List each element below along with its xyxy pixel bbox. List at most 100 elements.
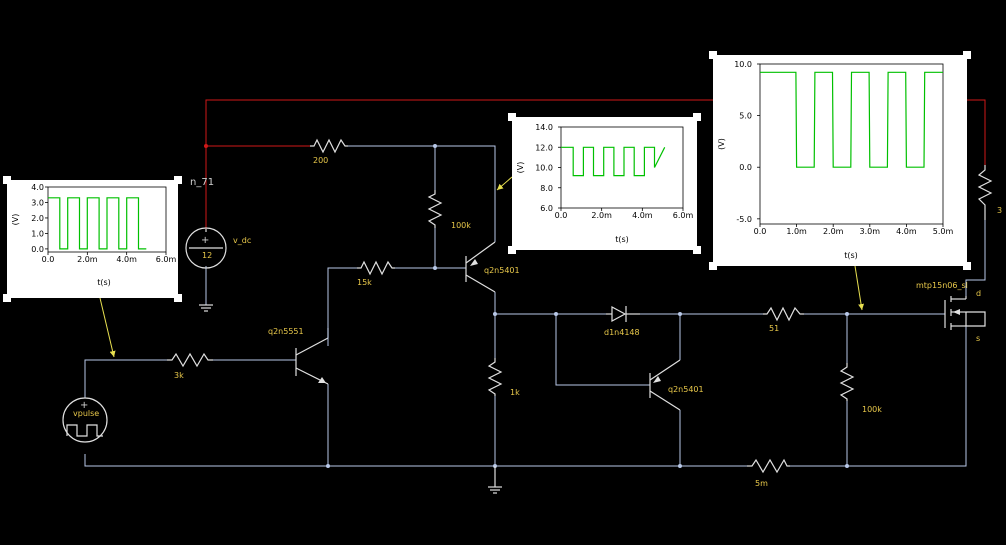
probe-lines bbox=[99, 176, 865, 358]
y-tick-label: 12.0 bbox=[535, 143, 553, 152]
y-tick-label: 0.0 bbox=[739, 163, 752, 172]
resistor-label: 1k bbox=[510, 388, 520, 397]
x-tick-label: 1.0m bbox=[786, 227, 807, 236]
x-tick-label: 0.0 bbox=[754, 227, 767, 236]
waveform-trace bbox=[48, 197, 147, 250]
waveform-trace bbox=[561, 146, 666, 177]
transistor-label: q2n5551 bbox=[268, 327, 304, 336]
resistor-15k[interactable]: 15k bbox=[357, 260, 395, 287]
y-tick-label: 2.0 bbox=[31, 214, 44, 223]
vpulse-name: vpulse bbox=[73, 409, 99, 418]
probe-line bbox=[496, 176, 513, 191]
resize-handle[interactable] bbox=[3, 176, 11, 184]
x-axis-label: t(s) bbox=[97, 278, 111, 287]
resistor-51[interactable]: 51 bbox=[763, 306, 804, 333]
transistor-label: q2n5401 bbox=[668, 385, 704, 394]
wire[interactable] bbox=[555, 314, 650, 386]
resistor-100k-right[interactable]: 100k bbox=[839, 363, 882, 414]
resize-handle[interactable] bbox=[3, 294, 11, 302]
resize-handle[interactable] bbox=[693, 246, 701, 254]
x-tick-label: 3.0m bbox=[860, 227, 881, 236]
y-tick-label: 6.0 bbox=[540, 204, 553, 213]
y-axis-label: (V) bbox=[717, 138, 726, 150]
wire[interactable] bbox=[84, 359, 167, 398]
junction-dot bbox=[326, 464, 330, 468]
x-tick-label: 6.0m bbox=[673, 211, 694, 220]
x-tick-label: 0.0 bbox=[42, 255, 55, 264]
junction-dot bbox=[845, 464, 849, 468]
x-tick-label: 6.0m bbox=[156, 255, 177, 264]
transistor-q2n5401-top[interactable]: q2n5401 bbox=[465, 241, 520, 293]
wire[interactable] bbox=[435, 145, 496, 242]
resize-handle[interactable] bbox=[174, 294, 182, 302]
supply-wire[interactable] bbox=[205, 99, 986, 229]
net-label: n_71 bbox=[190, 177, 214, 188]
resistor-label: 3k bbox=[174, 371, 184, 380]
diode-label: d1n4148 bbox=[604, 328, 640, 337]
mosfet-mtp15n06[interactable]: mtp15n06_sl d s bbox=[916, 281, 986, 343]
vdc-name: v_dc bbox=[233, 236, 251, 245]
x-tick-label: 4.0m bbox=[116, 255, 137, 264]
resistor-3[interactable]: 3 bbox=[977, 165, 1002, 220]
x-tick-label: 2.0m bbox=[77, 255, 98, 264]
y-tick-label: 10.0 bbox=[734, 60, 752, 69]
y-tick-label: 14.0 bbox=[535, 123, 553, 132]
wires bbox=[84, 99, 986, 487]
plot-area bbox=[560, 126, 684, 209]
wire[interactable] bbox=[790, 322, 967, 467]
resistor-5m[interactable]: 5m bbox=[747, 458, 790, 488]
resize-handle[interactable] bbox=[693, 113, 701, 121]
resistor-200[interactable]: 200 bbox=[310, 138, 348, 165]
resistor-label: 5m bbox=[755, 479, 768, 488]
transistor-q2n5401-bottom[interactable]: q2n5401 bbox=[649, 359, 704, 411]
junction-dot bbox=[845, 312, 849, 316]
x-tick-label: 5.0m bbox=[933, 227, 954, 236]
junction-dot bbox=[493, 312, 497, 316]
x-axis-label: t(s) bbox=[844, 251, 858, 260]
y-tick-label: 3.0 bbox=[31, 198, 44, 207]
resistor-100k-top[interactable]: 100k bbox=[427, 190, 471, 230]
x-tick-label: 4.0m bbox=[896, 227, 917, 236]
vpulse-plus-sign: + bbox=[80, 400, 88, 411]
waveform-trace bbox=[760, 71, 943, 168]
x-tick-label: 0.0 bbox=[555, 211, 568, 220]
x-axis-label: t(s) bbox=[615, 235, 629, 244]
resistor-label: 200 bbox=[313, 156, 328, 165]
resize-handle[interactable] bbox=[508, 246, 516, 254]
resize-handle[interactable] bbox=[963, 51, 971, 59]
wire[interactable] bbox=[965, 220, 986, 296]
x-tick-label: 2.0m bbox=[591, 211, 612, 220]
resistor-3k[interactable]: 3k bbox=[167, 352, 213, 380]
junctions bbox=[204, 144, 849, 468]
junction-dot bbox=[433, 144, 437, 148]
resistor-1k[interactable]: 1k bbox=[487, 358, 520, 397]
voltage-source-vpulse[interactable]: + vpulse bbox=[62, 397, 108, 443]
resistor-label: 100k bbox=[862, 405, 882, 414]
resize-handle[interactable] bbox=[963, 262, 971, 270]
transistor-label: q2n5401 bbox=[484, 266, 520, 275]
resistor-label: 3 bbox=[997, 206, 1002, 215]
resize-handle[interactable] bbox=[174, 176, 182, 184]
wire[interactable] bbox=[327, 267, 357, 346]
resize-handle[interactable] bbox=[709, 51, 717, 59]
junction-dot bbox=[204, 144, 208, 148]
y-tick-label: 10.0 bbox=[535, 164, 553, 173]
transistor-q2n5551[interactable]: q2n5551 bbox=[268, 327, 329, 385]
mosfet-source-label: s bbox=[976, 334, 980, 343]
junction-dot bbox=[554, 312, 558, 316]
wire[interactable] bbox=[84, 454, 747, 467]
vdc-value: 12 bbox=[202, 251, 212, 260]
diode-d1n4148[interactable]: d1n4148 bbox=[604, 305, 640, 337]
resize-handle[interactable] bbox=[508, 113, 516, 121]
voltage-source-vdc[interactable]: + 12 v_dc bbox=[185, 227, 251, 269]
resize-handle[interactable] bbox=[709, 262, 717, 270]
probe-line bbox=[854, 265, 865, 311]
y-tick-label: 5.0 bbox=[739, 112, 752, 121]
junction-dot bbox=[678, 312, 682, 316]
